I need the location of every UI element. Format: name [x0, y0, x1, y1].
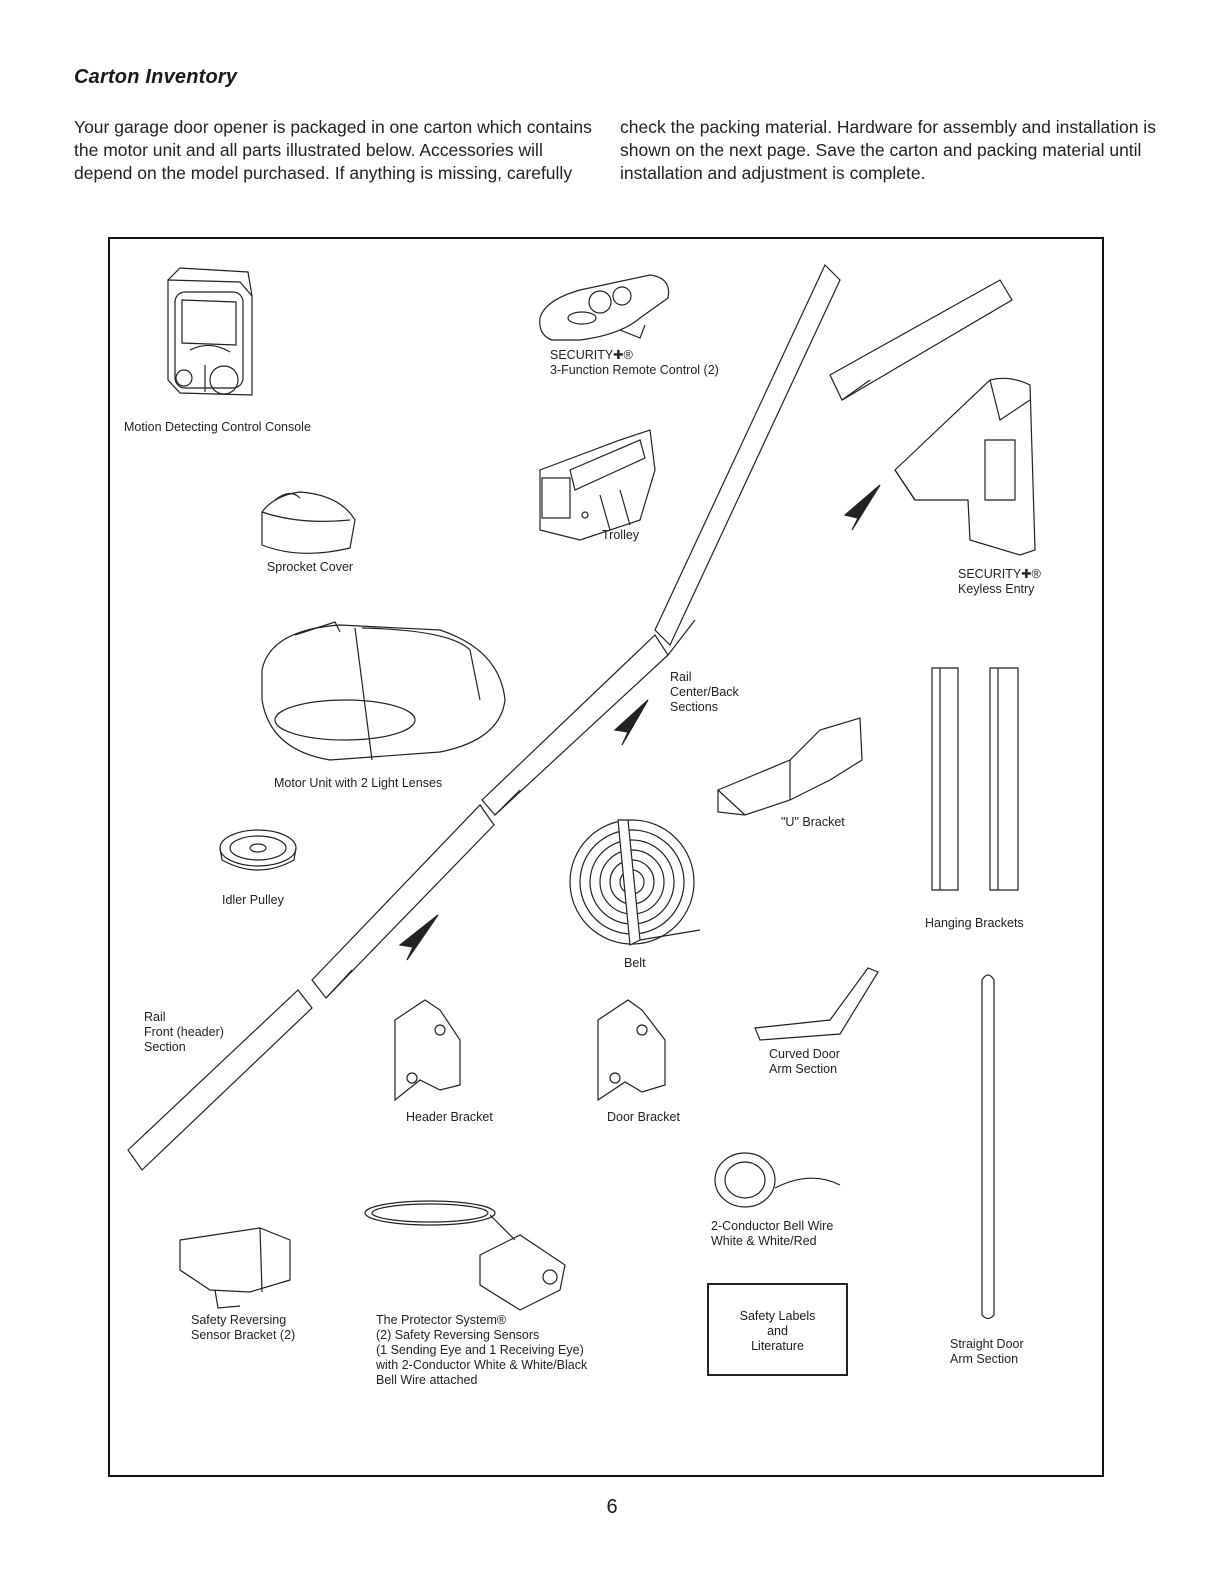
- intro-right: check the packing material. Hardware for…: [620, 117, 1156, 183]
- label-protector-system: The Protector System® (2) Safety Reversi…: [376, 1313, 588, 1387]
- arrow-icons: [400, 485, 880, 960]
- label-safety-labels: Safety Labels and Literature: [739, 1309, 816, 1353]
- remote-control-drawing: [540, 275, 669, 340]
- page-number: 6: [606, 1496, 618, 1518]
- label-straight-arm: Straight Door Arm Section: [950, 1337, 1024, 1366]
- idler-pulley-drawing: [220, 830, 296, 870]
- header-bracket-drawing: [395, 1000, 460, 1100]
- trolley-drawing: [540, 430, 655, 540]
- label-hanging-brackets: Hanging Brackets: [925, 916, 1024, 930]
- inventory-frame: [108, 237, 1104, 1477]
- label-keyless-entry: SECURITY✚® Keyless Entry: [958, 567, 1041, 596]
- hanging-brackets-drawing: [932, 668, 1018, 890]
- label-rail-front: Rail Front (header) Section: [144, 1010, 224, 1054]
- safety-labels-box: Safety Labels and Literature: [707, 1283, 848, 1376]
- sprocket-cover-drawing: [262, 492, 355, 553]
- label-sensor-bracket: Safety Reversing Sensor Bracket (2): [191, 1313, 296, 1342]
- keyless-entry-drawing: [895, 378, 1035, 555]
- label-belt: Belt: [624, 956, 646, 970]
- intro-left: Your garage door opener is packaged in o…: [74, 117, 592, 183]
- motor-unit-drawing: [262, 622, 505, 760]
- sensor-bracket-drawing: [180, 1228, 290, 1308]
- door-bracket-drawing: [598, 1000, 665, 1100]
- label-sprocket-cover: Sprocket Cover: [266, 560, 354, 574]
- rail-drawing: [128, 265, 1012, 1170]
- bell-wire-drawing: [715, 1153, 840, 1207]
- u-bracket-drawing: [718, 718, 862, 815]
- control-console-drawing: [168, 268, 252, 395]
- page-title: Carton Inventory: [74, 66, 238, 88]
- label-door-bracket: Door Bracket: [607, 1110, 680, 1124]
- label-motor-unit: Motor Unit with 2 Light Lenses: [274, 776, 443, 790]
- belt-drawing: [570, 820, 700, 945]
- curved-arm-drawing: [755, 968, 878, 1040]
- label-control-console: Motion Detecting Control Console: [124, 420, 311, 434]
- straight-arm-drawing: [982, 975, 994, 1319]
- label-u-bracket: "U" Bracket: [781, 815, 845, 829]
- label-trolley: Trolley: [602, 528, 640, 542]
- protector-system-drawing: [365, 1201, 565, 1310]
- label-remote-control: SECURITY✚® 3-Function Remote Control (2): [550, 348, 719, 377]
- label-curved-arm: Curved Door Arm Section: [769, 1047, 840, 1076]
- label-bell-wire: 2-Conductor Bell Wire White & White/Red: [711, 1219, 834, 1248]
- label-header-bracket: Header Bracket: [406, 1110, 493, 1124]
- label-rail-center: Rail Center/Back Sections: [670, 670, 739, 714]
- label-idler-pulley: Idler Pulley: [222, 893, 284, 907]
